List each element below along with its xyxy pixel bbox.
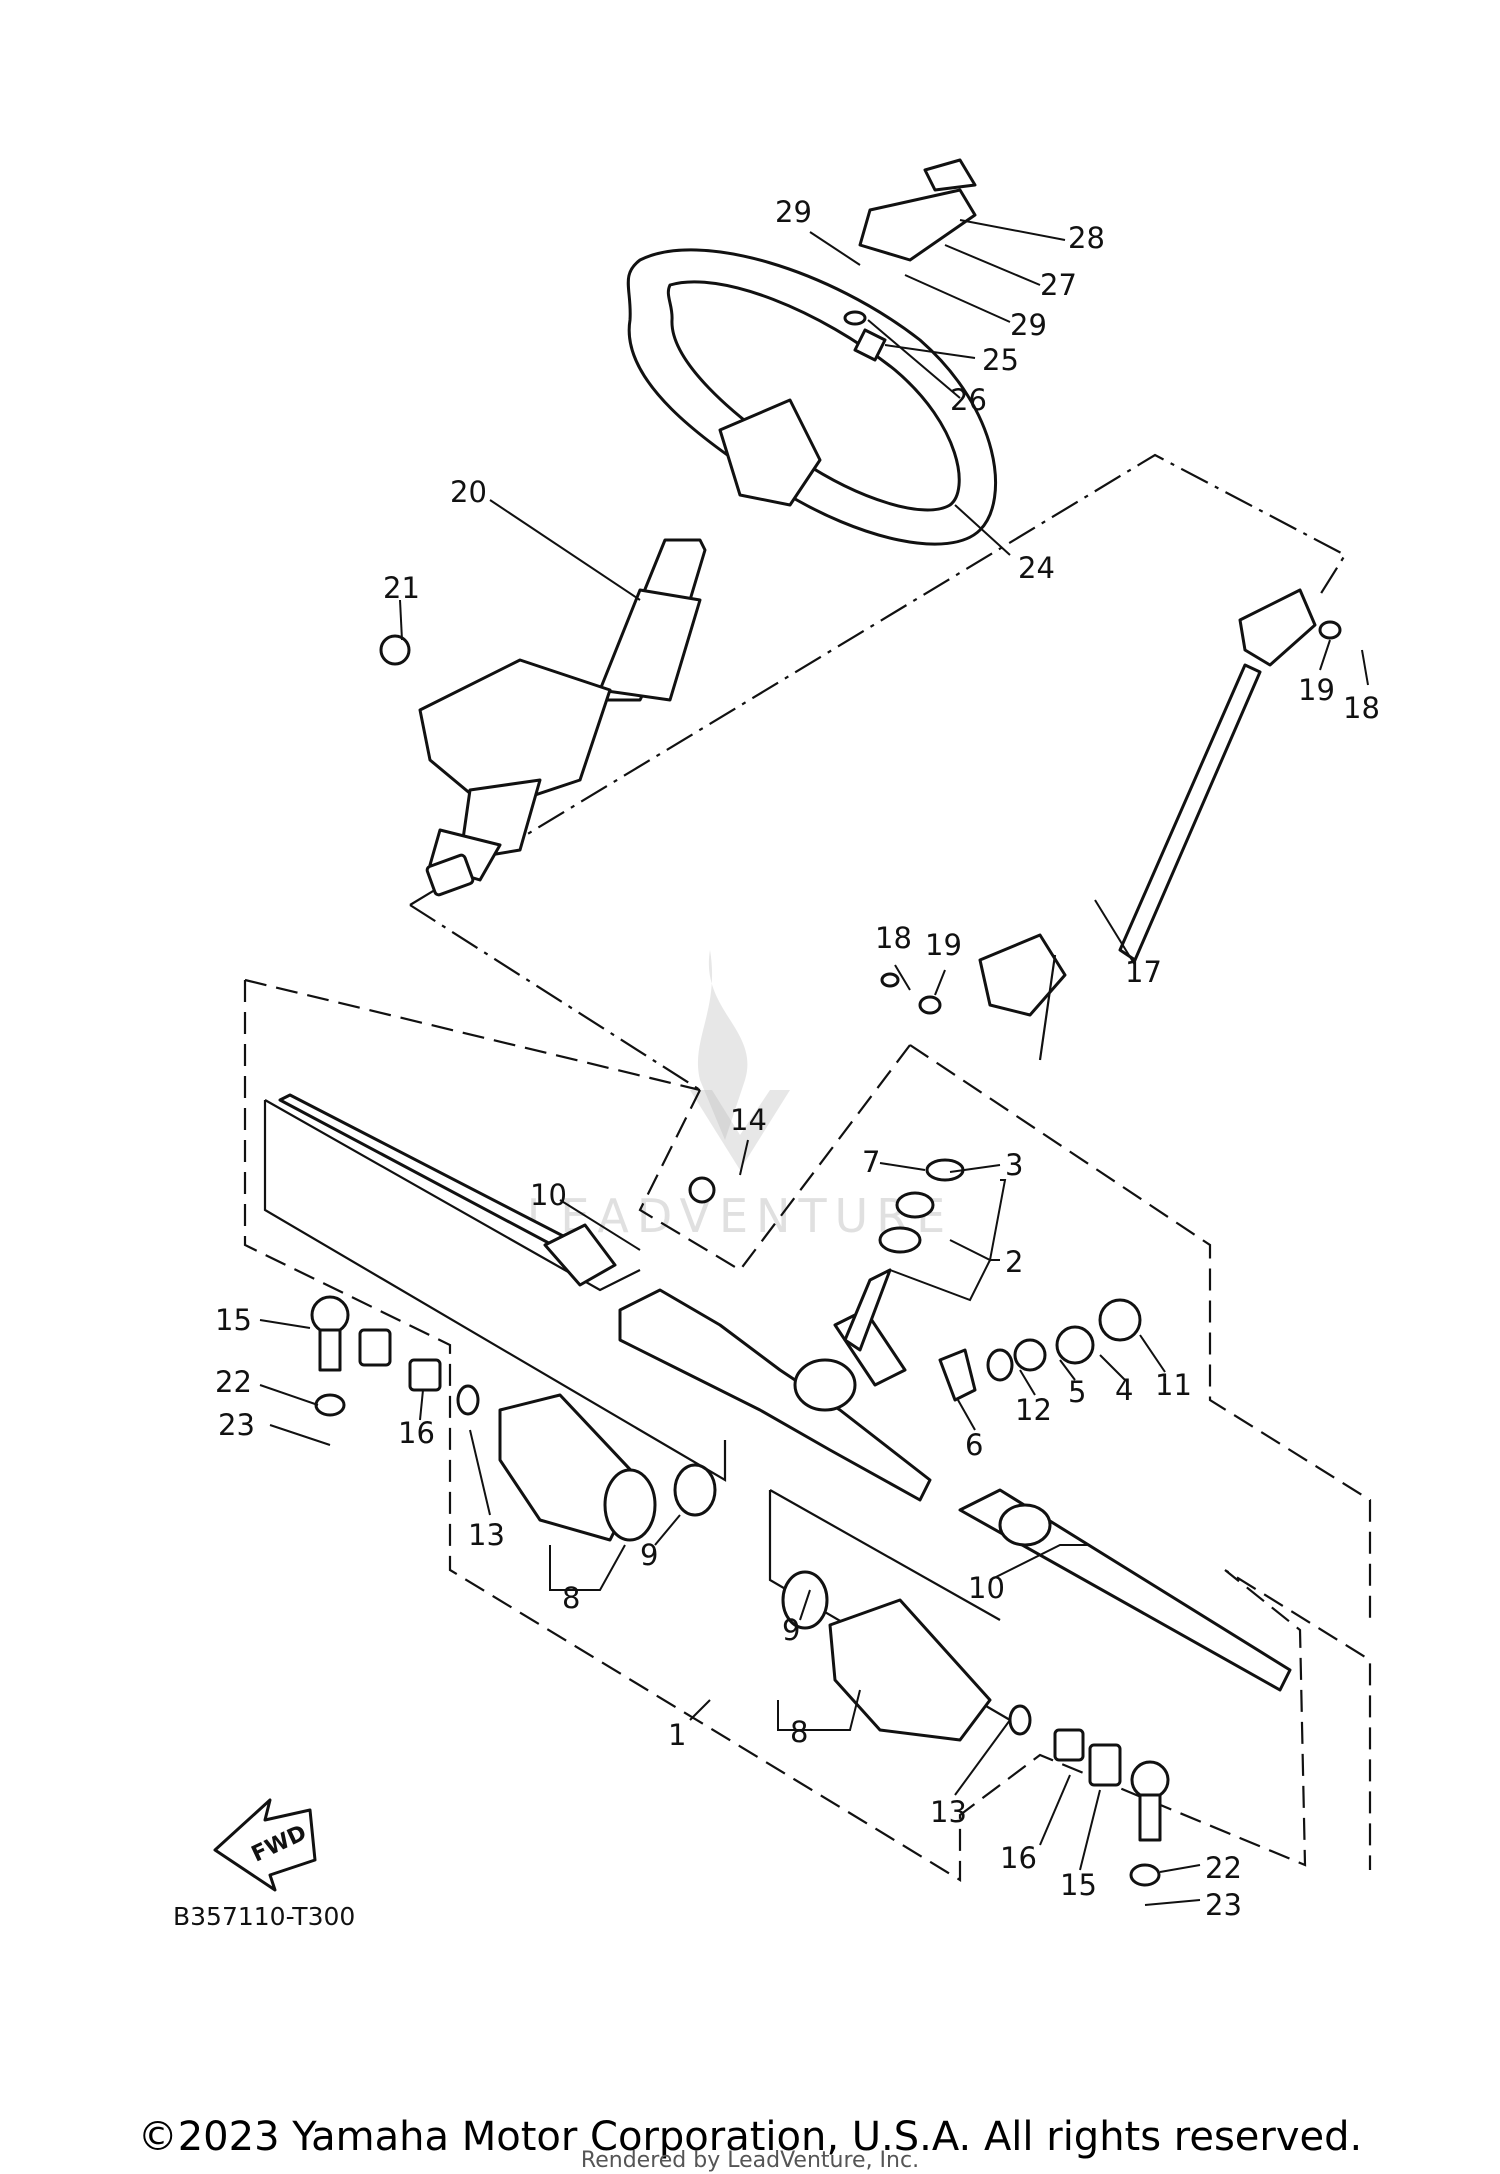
rack-boots [498, 1393, 992, 1742]
steering-column [418, 538, 707, 897]
callout-26: 26 [950, 383, 987, 417]
callout-24: 24 [1018, 551, 1055, 585]
callout-29: 29 [775, 195, 812, 229]
callout-1: 1 [668, 1718, 686, 1752]
leadventure-watermark: LEADVENTURE [527, 950, 954, 1243]
callout-14: 14 [730, 1103, 767, 1137]
callout-18: 18 [875, 921, 912, 955]
callout-15: 15 [1060, 1868, 1097, 1902]
callout-8: 8 [562, 1581, 580, 1615]
callout-11: 11 [1155, 1368, 1192, 1402]
callout-25: 25 [982, 343, 1019, 377]
callout-27: 27 [1040, 268, 1077, 302]
callout-2: 2 [1005, 1245, 1023, 1279]
watermark-text: LEADVENTURE [527, 1189, 954, 1243]
callout-9: 9 [640, 1538, 658, 1572]
callout-23: 23 [218, 1408, 255, 1442]
callout-13: 13 [468, 1518, 505, 1552]
callout-3: 3 [1005, 1148, 1023, 1182]
callout-20: 20 [450, 475, 487, 509]
small-parts [310, 158, 1342, 1887]
callout-12: 12 [1015, 1393, 1052, 1427]
steering-wheel [626, 248, 997, 546]
callout-15: 15 [215, 1303, 252, 1337]
callout-19: 19 [925, 928, 962, 962]
fwd-arrow: FWD [213, 1798, 317, 1892]
drawing-code: B357110-T300 [173, 1902, 355, 1931]
callout-7: 7 [862, 1145, 880, 1179]
callout-8: 8 [790, 1715, 808, 1749]
callout-18: 18 [1343, 691, 1380, 725]
callouts: 28 29 27 29 25 26 20 24 21 19 18 18 19 1… [215, 195, 1380, 1922]
callout-19: 19 [1298, 673, 1335, 707]
callout-5: 5 [1068, 1375, 1086, 1409]
callout-22: 22 [215, 1365, 252, 1399]
copyright-notice: ©2023 Yamaha Motor Corporation, U.S.A. A… [137, 2114, 1363, 2160]
callout-4: 4 [1115, 1373, 1133, 1407]
callout-21: 21 [383, 571, 420, 605]
callout-6: 6 [965, 1428, 983, 1462]
leader-lines [259, 219, 1369, 1906]
callout-17: 17 [1125, 955, 1162, 989]
callout-10: 10 [968, 1571, 1005, 1605]
callout-22: 22 [1205, 1851, 1242, 1885]
callout-10: 10 [530, 1178, 567, 1212]
callout-9: 9 [782, 1613, 800, 1647]
callout-29: 29 [1010, 308, 1047, 342]
callout-13: 13 [930, 1795, 967, 1829]
rendered-by-notice: Rendered by LeadVenture, Inc. [580, 2148, 920, 2173]
callout-16: 16 [1000, 1841, 1037, 1875]
steering-rack [278, 1093, 1292, 1692]
callout-28: 28 [1068, 221, 1105, 255]
callout-23: 23 [1205, 1888, 1242, 1922]
callout-16: 16 [398, 1416, 435, 1450]
intermediate-shaft [978, 588, 1317, 1061]
